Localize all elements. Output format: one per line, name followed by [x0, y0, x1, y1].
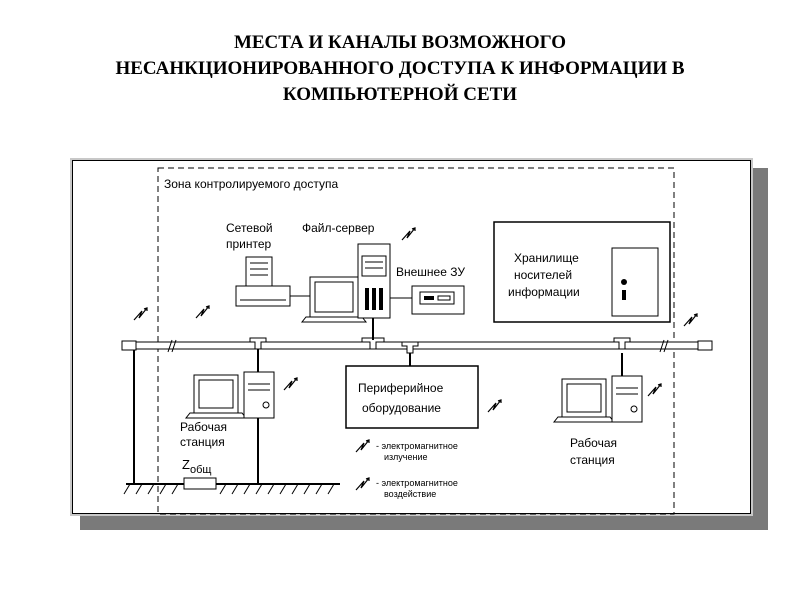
em-bolt-workstation-right	[647, 383, 662, 397]
network-printer-line-1: Сетевой	[226, 221, 273, 235]
t-connector-1	[249, 337, 267, 350]
em-bolt-peripheral	[487, 399, 502, 413]
diagram-frame	[70, 158, 753, 516]
em-bolt-terminator-left	[133, 307, 148, 321]
t-connector-peripheral	[401, 341, 419, 354]
file-server-label: Файл-сервер	[302, 221, 375, 235]
workstation-right-line-2: станция	[570, 453, 615, 467]
peripheral-line-2: оборудование	[362, 401, 441, 415]
workstation-right-line-1: Рабочая	[570, 436, 617, 450]
zone-label: Зона контролируемого доступа	[164, 177, 338, 191]
network-printer	[235, 256, 310, 307]
ground-impedance	[183, 477, 217, 490]
title-line-3: КОМПЬЮТЕРНОЙ СЕТИ	[282, 84, 518, 105]
external-storage	[411, 285, 465, 315]
em-bolt-bus-left	[195, 305, 210, 319]
bus-terminator-left	[121, 340, 137, 351]
storage-line-1: Хранилище	[514, 251, 579, 265]
storage-door-handle	[621, 279, 627, 285]
legend-emission-line-2: излучение	[384, 452, 428, 462]
bus-break-right	[659, 339, 669, 353]
ground-hatching	[123, 483, 335, 495]
workstation-left	[184, 349, 275, 484]
network-printer-line-2: принтер	[226, 237, 272, 251]
storage-door	[611, 247, 659, 317]
title-line-1: МЕСТА И КАНАЛЫ ВОЗМОЖНОГО	[233, 32, 567, 53]
storage-line-3: информации	[508, 285, 580, 299]
em-bolt-file-server	[401, 227, 416, 241]
file-server	[300, 243, 412, 340]
legend-influence-line-1: - электромагнитное	[376, 478, 458, 488]
storage-door-lock	[622, 290, 626, 300]
legend-influence-icon	[355, 477, 370, 491]
workstation-left-line-2: станция	[180, 435, 225, 449]
slide-title: МЕСТА И КАНАЛЫ ВОЗМОЖНОГО НЕСАНКЦИОНИРОВ…	[40, 30, 760, 108]
em-bolt-bus-right	[683, 313, 698, 327]
bus-break-left	[167, 339, 177, 353]
legend-influence-line-2: воздействие	[384, 489, 436, 499]
em-bolt-workstation-left	[283, 377, 298, 391]
storage-line-2: носителей	[514, 268, 572, 282]
workstation-left-line-1: Рабочая	[180, 420, 227, 434]
workstation-right	[552, 353, 643, 423]
peripheral-equipment	[345, 365, 479, 429]
t-connector-right	[613, 337, 631, 350]
t-connector-server	[361, 337, 385, 350]
legend-emission-icon	[355, 439, 370, 453]
external-storage-label: Внешнее ЗУ	[396, 265, 465, 279]
controlled-zone-boundary	[157, 167, 675, 515]
bus-terminator-right	[697, 340, 713, 351]
title-line-2: НЕСАНКЦИОНИРОВАННОГО ДОСТУПА К ИНФОРМАЦИ…	[115, 58, 685, 79]
legend-emission-line-1: - электромагнитное	[376, 441, 458, 451]
peripheral-line-1: Периферийное	[358, 381, 444, 395]
ground-impedance-label: Zобщ	[182, 457, 211, 476]
